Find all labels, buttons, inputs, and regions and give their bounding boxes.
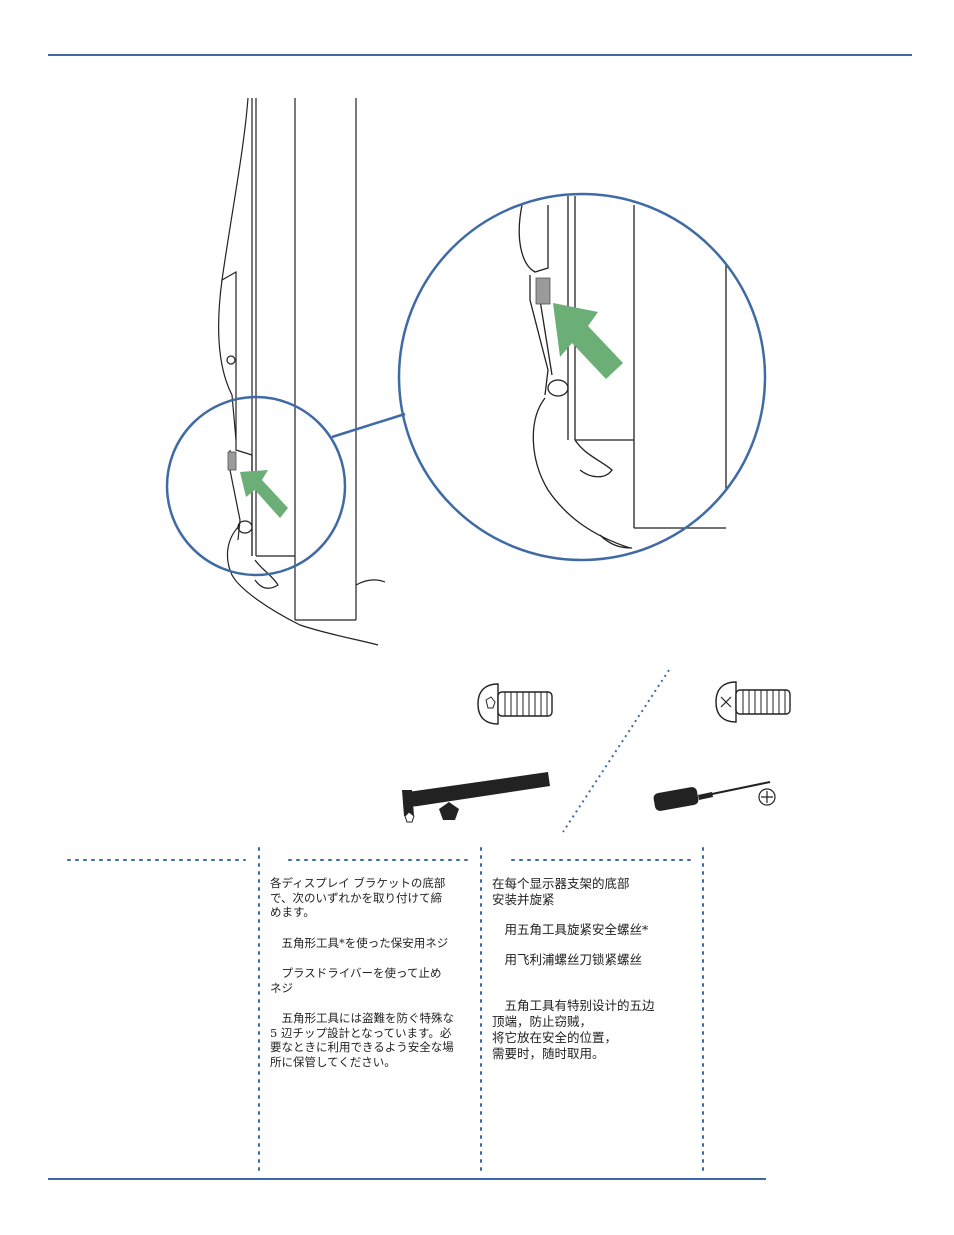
ja-note: 五角形工具には盗難を防ぐ特殊な 5 辺チップ設計となっています。必 要なときに利… <box>270 1011 454 1069</box>
phillips-screw-icon <box>715 681 791 723</box>
dotted-column-frame <box>67 847 704 1176</box>
arrow-small <box>240 470 288 518</box>
zh-note: 五角工具有特别设计的五边 顶端，防止窃贼， 将它放在安全的位置， 需要时，随时取… <box>492 998 655 1061</box>
arrow-large <box>553 303 623 379</box>
zoom-circle-small <box>165 395 347 577</box>
dotted-divider-diagonal <box>562 669 670 833</box>
zh-option-pentagon: 用五角工具旋紧安全螺丝* <box>492 922 649 937</box>
pentagon-tip-icon <box>439 802 459 820</box>
bottom-rule <box>48 1178 766 1180</box>
japanese-instructions: 各ディスプレイ ブラケットの底部 で、次のいずれかを取り付けて締 めます。 五角… <box>270 876 476 1069</box>
chinese-instructions: 在每个显示器支架的底部 安装并旋紧 用五角工具旋紧安全螺丝* 用飞利浦螺丝刀锁紧… <box>492 876 698 1062</box>
display-edge-closeup <box>518 196 727 549</box>
ja-option-phillips: プラスドライバーを使って止め ネジ <box>270 966 442 995</box>
zoom-connector <box>331 412 406 439</box>
pentagon-key-icon <box>402 772 550 823</box>
phillips-screwdriver-icon <box>653 781 776 811</box>
zh-option-phillips: 用飞利浦螺丝刀锁紧螺丝 <box>492 952 643 967</box>
security-screw-icon <box>477 683 553 725</box>
zh-intro: 在每个显示器支架的底部 安装并旋紧 <box>492 876 630 907</box>
zoom-circle-large <box>397 192 767 562</box>
top-rule <box>48 54 912 56</box>
ja-option-pentagon: 五角形工具*を使った保安用ネジ <box>270 935 449 950</box>
ja-intro: 各ディスプレイ ブラケットの底部 で、次のいずれかを取り付けて締 めます。 <box>270 876 446 919</box>
